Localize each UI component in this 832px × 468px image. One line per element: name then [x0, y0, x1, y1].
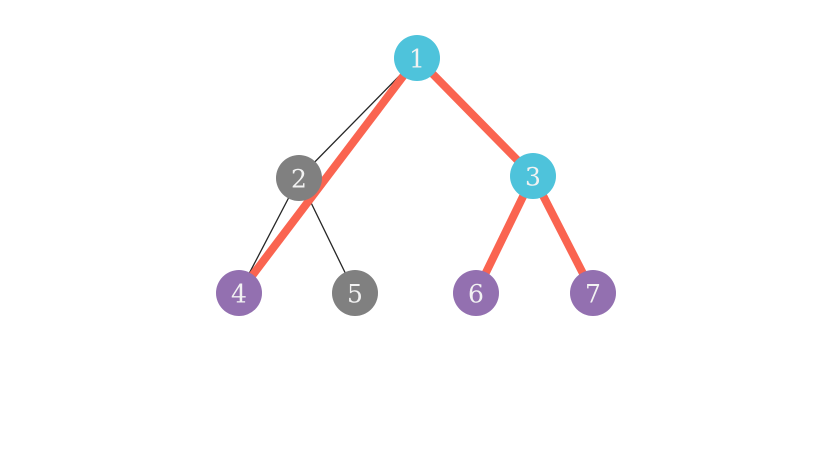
graph-node-1[interactable]: 1	[394, 35, 440, 81]
graph-node-2[interactable]: 2	[276, 155, 322, 201]
graph-edge-1-4	[235, 55, 421, 296]
graph-node-circle-5[interactable]	[332, 270, 378, 316]
graph-node-4[interactable]: 4	[216, 270, 262, 316]
graph-node-7[interactable]: 7	[570, 270, 616, 316]
graph-node-3[interactable]: 3	[510, 153, 556, 199]
graph-node-circle-6[interactable]	[453, 270, 499, 316]
graph-node-circle-2[interactable]	[276, 155, 322, 201]
nodes-layer: 1 2 3 4 5 6 7	[216, 35, 616, 316]
graph-edge-1-3	[414, 55, 536, 179]
graph-node-5[interactable]: 5	[332, 270, 378, 316]
graph-node-circle-3[interactable]	[510, 153, 556, 199]
graph-node-circle-7[interactable]	[570, 270, 616, 316]
graph-node-6[interactable]: 6	[453, 270, 499, 316]
graph-node-circle-4[interactable]	[216, 270, 262, 316]
graph-node-circle-1[interactable]	[394, 35, 440, 81]
